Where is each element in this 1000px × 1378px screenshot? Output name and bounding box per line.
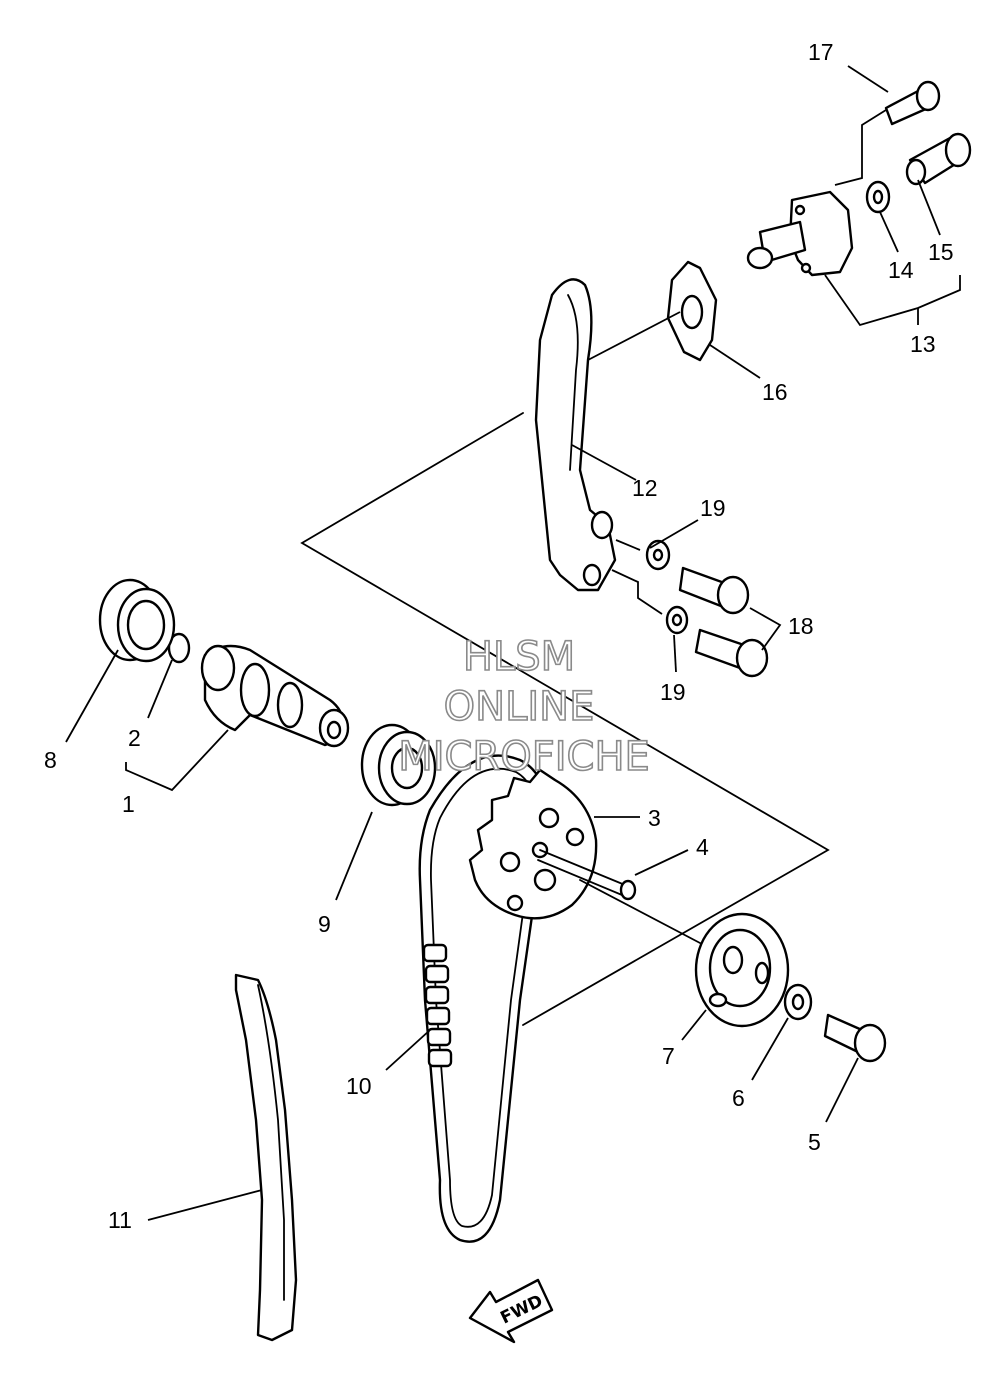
- part-number-4[interactable]: 4: [696, 834, 709, 860]
- part-number-8[interactable]: 8: [44, 747, 57, 773]
- bearing-8[interactable]: [98, 578, 176, 663]
- bolt-18-upper[interactable]: [678, 566, 750, 615]
- part-number-10[interactable]: 10: [346, 1073, 372, 1099]
- bolt-17[interactable]: [884, 80, 941, 126]
- gasket-14[interactable]: [865, 180, 891, 214]
- gasket-16[interactable]: [666, 260, 718, 362]
- forward-arrow: FWD: [468, 1278, 554, 1344]
- part-number-9[interactable]: 9: [318, 911, 331, 937]
- washer-19-upper[interactable]: [645, 539, 671, 571]
- part-number-15[interactable]: 15: [928, 239, 954, 265]
- tensioner-assembly-13[interactable]: [746, 190, 854, 277]
- watermark: HLSM ONLINE MICROFICHE: [397, 633, 650, 781]
- leader-lines: [65, 65, 961, 1221]
- bolt-18-lower[interactable]: [694, 628, 769, 678]
- cam-sprocket-3[interactable]: [468, 768, 598, 920]
- sprocket-plate-7[interactable]: [579, 879, 790, 1028]
- part-number-11[interactable]: 11: [108, 1207, 132, 1233]
- dowel-pin-4[interactable]: [537, 849, 637, 901]
- tensioner-guide-12[interactable]: [534, 278, 617, 592]
- bolt-5[interactable]: [823, 1013, 887, 1063]
- part-number-16[interactable]: 16: [762, 379, 788, 405]
- camshaft-1[interactable]: [200, 644, 350, 748]
- o-ring-2[interactable]: [167, 632, 191, 664]
- part-number-7[interactable]: 7: [662, 1043, 675, 1069]
- part-number-1[interactable]: 1: [122, 791, 135, 817]
- part-number-labels: 8 2 1 3 4 9 7 6 5 10 11 12 13 14 15 16 1…: [44, 39, 954, 1233]
- bearing-9[interactable]: [360, 723, 437, 807]
- cap-bolt-15[interactable]: [905, 132, 972, 186]
- chain-guide-11[interactable]: [234, 973, 298, 1342]
- washer-19-lower[interactable]: [665, 605, 689, 635]
- part-number-6[interactable]: 6: [732, 1085, 745, 1111]
- watermark-line-1: HLSM: [463, 634, 575, 680]
- washer-6[interactable]: [783, 983, 813, 1021]
- assembly-outline: [300, 412, 830, 1026]
- part-number-18[interactable]: 18: [788, 613, 814, 639]
- part-number-3[interactable]: 3: [648, 805, 661, 831]
- part-number-19-lower[interactable]: 19: [660, 679, 686, 705]
- watermark-line-3: MICROFICHE: [398, 734, 650, 780]
- watermark-line-2: ONLINE: [444, 684, 595, 730]
- part-number-2[interactable]: 2: [128, 725, 141, 751]
- part-number-13[interactable]: 13: [910, 331, 936, 357]
- part-number-19-upper[interactable]: 19: [700, 495, 726, 521]
- timing-chain-10[interactable]: [418, 754, 548, 1243]
- chain-links: [422, 943, 453, 1068]
- part-number-12[interactable]: 12: [632, 475, 658, 501]
- part-number-5[interactable]: 5: [808, 1129, 821, 1155]
- part-number-14[interactable]: 14: [888, 257, 914, 283]
- part-number-17[interactable]: 17: [808, 39, 834, 65]
